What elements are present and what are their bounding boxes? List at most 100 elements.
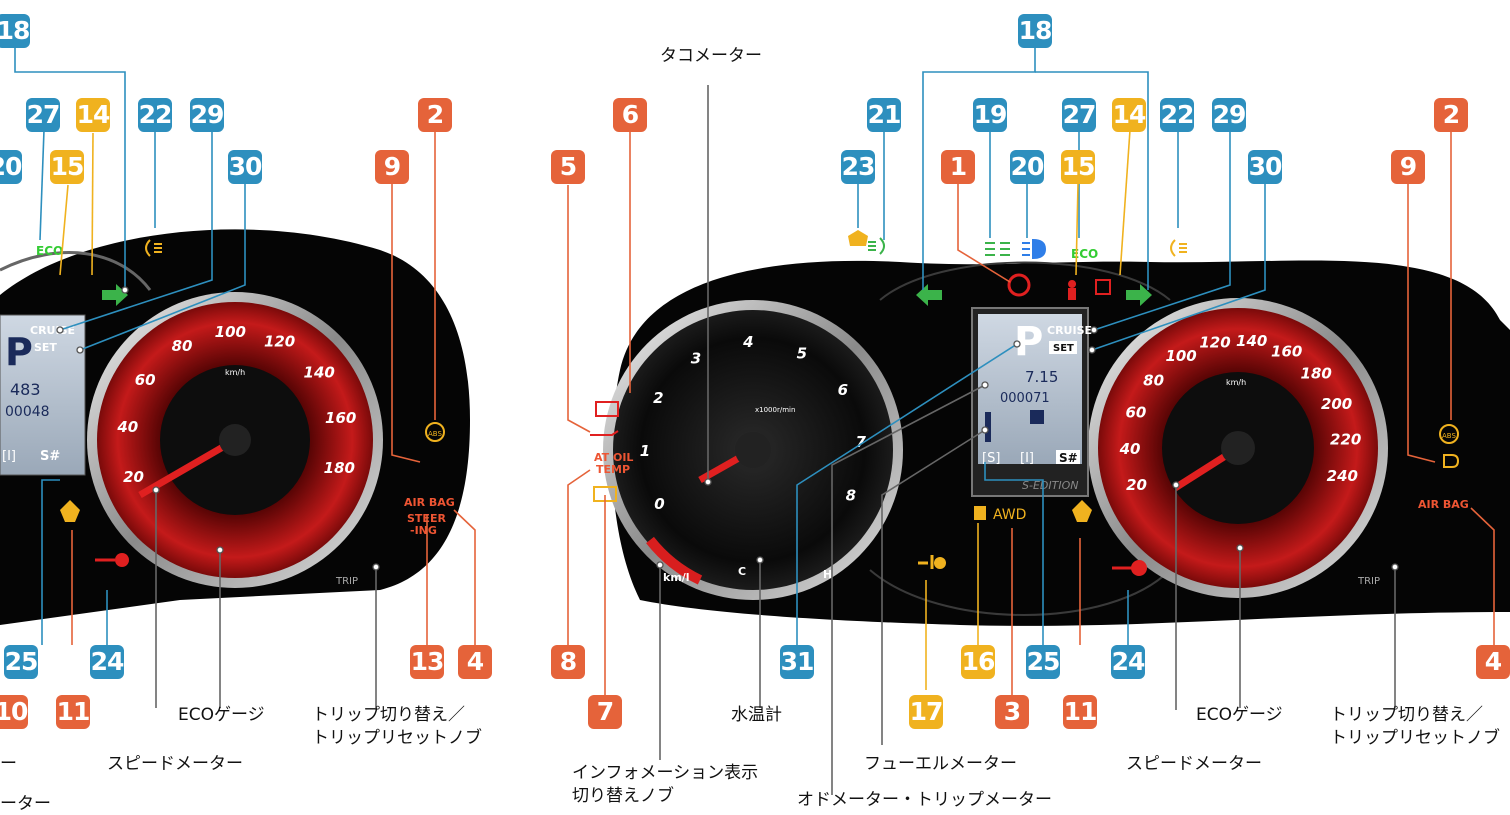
badge-17: 17 (909, 695, 943, 729)
speedometer-label-left: スピードメーター (107, 754, 243, 774)
cut-label-left-1: ー (0, 754, 17, 774)
badge-4-left: 4 (458, 645, 492, 679)
info-switch-label-1: インフォメーション表示 (572, 763, 759, 783)
fuel-icon (974, 506, 986, 520)
right-speed-tick-220: 220 (1330, 430, 1361, 448)
badge-6: 6 (613, 98, 647, 132)
badge-27: 27 (1062, 98, 1096, 132)
badge-19: 19 (973, 98, 1007, 132)
badge-23: 23 (841, 150, 875, 184)
low-fuel-level-icon (918, 555, 934, 569)
leader-dots (56, 286, 1399, 571)
odo-value-text: 000071 (1000, 391, 1050, 406)
left-speed-tick-60: 60 (135, 371, 156, 389)
mode-sharp-text: S# (1059, 451, 1078, 465)
badge-3: 3 (995, 695, 1029, 729)
trip-knob-label-left-2: トリップリセットノブ (312, 728, 482, 748)
left-fog-icon (145, 239, 162, 257)
temp-h-text: H (823, 568, 832, 581)
badge-15: 15 (1061, 150, 1095, 184)
position-lamp-icon (985, 242, 1010, 256)
abs-text: ABS (1442, 432, 1456, 440)
right-kmh-text: km/h (1226, 378, 1246, 387)
badge-16: 16 (961, 645, 995, 679)
left-skid-icon (60, 500, 80, 522)
left-lcd (0, 314, 86, 476)
temp-c-text: C (738, 565, 746, 578)
trip-knob-text: TRIP (1357, 576, 1380, 587)
abs-indicator (1439, 424, 1459, 444)
right-speed-tick-60: 60 (1125, 404, 1146, 422)
center-arch-lower (869, 569, 1171, 616)
left-abs-indicator (425, 422, 445, 442)
left-speed-tick-100: 100 (215, 323, 246, 341)
left-speed-tick-160: 160 (325, 409, 356, 427)
left-i-select: [I] (2, 449, 16, 464)
badge-21: 21 (867, 98, 901, 132)
badge-29-left: 29 (190, 98, 224, 132)
mode-i-text: [I] (1020, 451, 1034, 466)
badge-30-left: 30 (228, 150, 262, 184)
badge-9: 9 (1391, 150, 1425, 184)
mode-s-text: [S] (982, 451, 1000, 466)
at-oil-text-1: AT OIL (594, 451, 633, 464)
front-fog-icon (868, 237, 885, 255)
fuel-meter-label: フューエルメーター (864, 754, 1017, 774)
badge-7: 7 (588, 695, 622, 729)
trip-knob-label-1: トリップ切り替え／ (1330, 705, 1483, 725)
right-speed-tick-40: 40 (1119, 440, 1141, 458)
badge-22: 22 (1160, 98, 1194, 132)
left-airbag-text: AIR BAG (404, 496, 455, 509)
badge-31: 31 (780, 645, 814, 679)
rear-fog-icon (1170, 239, 1187, 257)
right-speed-tick-100: 100 (1165, 347, 1196, 365)
left-cruise-text: CRUISE (30, 324, 75, 337)
badge-25: 25 (1026, 645, 1060, 679)
left-speed-tick-80: 80 (172, 337, 193, 355)
kml-text: km/l (663, 571, 690, 584)
badge-15-left: 15 (50, 150, 84, 184)
right-speed-tick-140: 140 (1236, 332, 1267, 350)
badge-8: 8 (551, 645, 585, 679)
badge-5: 5 (551, 150, 585, 184)
trip-knob-label-2: トリップリセットノブ (1330, 728, 1500, 748)
tach-tick-1: 1 (640, 442, 650, 460)
badge-1: 1 (941, 150, 975, 184)
cut-label-left-2: ーター (0, 794, 51, 814)
right-turn-arrow-icon (1126, 284, 1152, 306)
cruise-text: CRUISE (1047, 324, 1092, 337)
speedometer-label: スピードメーター (1126, 754, 1262, 774)
odometer-label: オドメーター・トリップメーター (797, 790, 1052, 810)
left-odo-text: 00048 (5, 404, 50, 420)
badge-10-left: 10 (0, 695, 28, 729)
tach-tick-5: 5 (797, 345, 807, 363)
tach-tick-0: 0 (654, 495, 664, 513)
left-speed-tick-140: 140 (304, 363, 335, 381)
right-speed-tick-240: 240 (1327, 467, 1358, 485)
trip-value-text: 7.15 (1025, 368, 1058, 386)
badge-22-left: 22 (138, 98, 172, 132)
left-set-text: SET (34, 341, 57, 354)
badge-29: 29 (1212, 98, 1246, 132)
left-eco-indicator: ECO (36, 244, 63, 258)
battery-icon (595, 401, 619, 417)
right-speed-tick-180: 180 (1301, 365, 1332, 383)
center-arch (879, 261, 1171, 301)
badge-13-left: 13 (410, 645, 444, 679)
left-speed-tick-180: 180 (324, 459, 355, 477)
leader-lines (14, 48, 1495, 795)
airbag-text: AIR BAG (1418, 498, 1469, 511)
badge-2-left: 2 (418, 98, 452, 132)
water-temp-label: 水温計 (731, 705, 782, 725)
right-speed-tick-20: 20 (1126, 476, 1147, 494)
trip-knob-label-left-1: トリップ切り替え／ (312, 705, 465, 725)
brake-light-icon (1443, 454, 1460, 468)
left-sharp-select: S# (40, 449, 60, 464)
skid-indicator-icon (848, 230, 868, 246)
badge-25-left: 25 (4, 645, 38, 679)
tach-tick-4: 4 (742, 333, 753, 351)
badge-30: 30 (1248, 150, 1282, 184)
sedition-logo-text: S-EDITION (1022, 479, 1078, 492)
